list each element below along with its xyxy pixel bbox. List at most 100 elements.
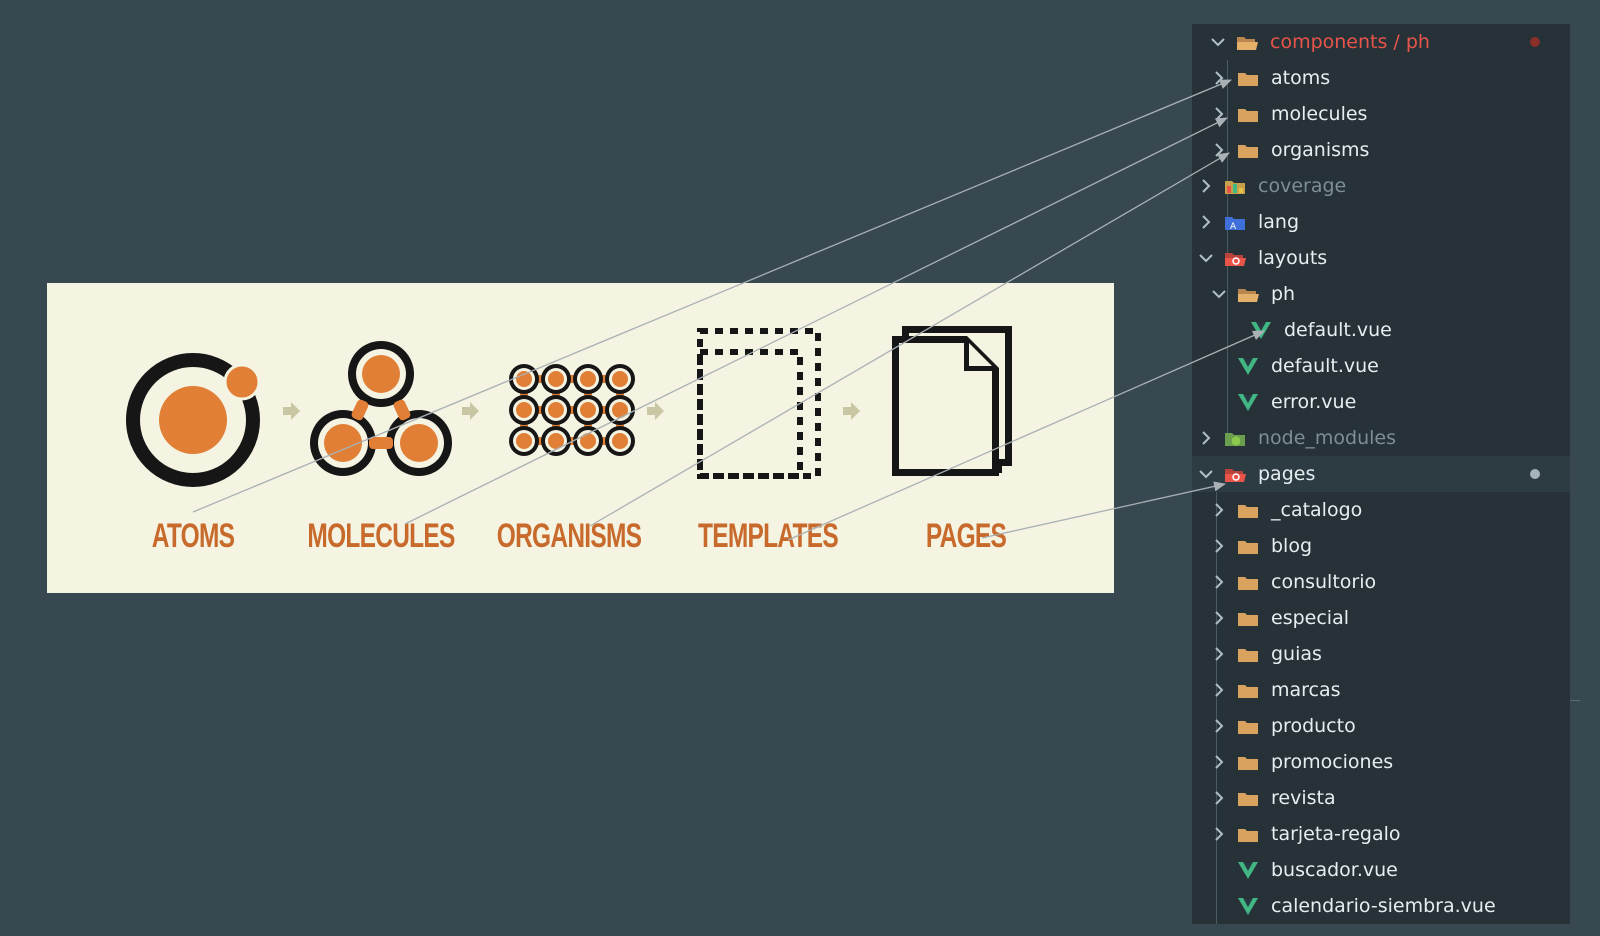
tree-item-guias[interactable]: guias: [1192, 636, 1570, 672]
tree-item-label: ph: [1271, 283, 1296, 305]
svg-text:A: A: [1230, 222, 1237, 231]
tree-item-label: lang: [1258, 211, 1300, 233]
folder-icon: [1237, 753, 1259, 771]
tree-item-label: calendario-siembra.vue: [1271, 895, 1496, 917]
tree-item-label: producto: [1271, 715, 1356, 737]
tree-item-molecules[interactable]: molecules: [1192, 96, 1570, 132]
tree-item-calendario-siembra-vue[interactable]: calendario-siembra.vue: [1192, 888, 1570, 924]
tree-item-layouts[interactable]: layouts: [1192, 240, 1570, 276]
tree-item-label: pages: [1258, 463, 1316, 485]
tree-root-label: components / ph: [1270, 31, 1430, 53]
tree-item-label: revista: [1271, 787, 1336, 809]
vue-icon: [1237, 897, 1259, 915]
tree-item-label: error.vue: [1271, 391, 1357, 413]
folder-icon: [1237, 825, 1259, 843]
folder-icon: [1237, 573, 1259, 591]
tree-item-default-vue[interactable]: default.vue: [1192, 312, 1570, 348]
flow-arrow-icon: [283, 402, 300, 420]
tree-item-label: organisms: [1271, 139, 1370, 161]
vue-icon: [1237, 861, 1259, 879]
chevron-right-icon[interactable]: [1211, 70, 1227, 86]
tree-item-revista[interactable]: revista: [1192, 780, 1570, 816]
folder-icon: [1237, 681, 1259, 699]
tree-item-coverage[interactable]: coverage: [1192, 168, 1570, 204]
tree-item-producto[interactable]: producto: [1192, 708, 1570, 744]
stage-label-templates: TEMPLATES: [698, 517, 839, 555]
chevron-right-icon[interactable]: [1211, 646, 1227, 662]
tree-item-buscador-vue[interactable]: buscador.vue: [1192, 852, 1570, 888]
folder-icon: [1237, 105, 1259, 123]
folder-open-icon: [1237, 285, 1259, 303]
folder-icon: [1237, 141, 1259, 159]
chevron-right-icon[interactable]: [1211, 142, 1227, 158]
folder-icon: [1237, 645, 1259, 663]
folder-icon: [1237, 501, 1259, 519]
special-open-icon: [1224, 249, 1246, 267]
tree-item-especial[interactable]: especial: [1192, 600, 1570, 636]
tree-item-label: coverage: [1258, 175, 1347, 197]
chevron-right-icon[interactable]: [1211, 106, 1227, 122]
folder-icon: [1237, 717, 1259, 735]
chevron-down-icon[interactable]: [1211, 286, 1227, 302]
atom-icon: [126, 353, 261, 487]
coverage-icon: [1224, 177, 1246, 195]
flow-arrow-icon: [647, 402, 664, 420]
tree-item-error-vue[interactable]: error.vue: [1192, 384, 1570, 420]
chevron-right-icon[interactable]: [1211, 502, 1227, 518]
tree-item-label: tarjeta-regalo: [1271, 823, 1401, 845]
tree-item-label: promociones: [1271, 751, 1394, 773]
organism-icon: [509, 364, 635, 456]
atomic-design-panel: ATOMS MOLECULES ORGANISMS TEMPLATES PAGE…: [47, 283, 1114, 593]
chevron-right-icon[interactable]: [1198, 430, 1214, 446]
tree-item-tarjeta-regalo[interactable]: tarjeta-regalo: [1192, 816, 1570, 852]
template-icon: [697, 328, 821, 479]
tree-item-default-vue[interactable]: default.vue: [1192, 348, 1570, 384]
chevron-right-icon[interactable]: [1211, 538, 1227, 554]
folder-icon: [1237, 609, 1259, 627]
tree-root-components-ph[interactable]: components / ph: [1192, 24, 1570, 60]
special-open-icon: [1224, 465, 1246, 483]
tree-item-consultorio[interactable]: consultorio: [1192, 564, 1570, 600]
tree-item-atoms[interactable]: atoms: [1192, 60, 1570, 96]
chevron-right-icon[interactable]: [1198, 178, 1214, 194]
tree-item-catalogo[interactable]: _catalogo: [1192, 492, 1570, 528]
stage-label-pages: PAGES: [925, 517, 1007, 555]
tree-item-label: guias: [1271, 643, 1322, 665]
chevron-right-icon[interactable]: [1211, 574, 1227, 590]
stage-label-organisms: ORGANISMS: [496, 517, 642, 555]
file-explorer: components / ph atoms molecules organisms co…: [1192, 24, 1570, 924]
scrollbar-mark: [1570, 700, 1580, 701]
tree-item-label: consultorio: [1271, 571, 1377, 593]
tree-item-label: default.vue: [1284, 319, 1392, 341]
chevron-down-icon[interactable]: [1198, 466, 1214, 482]
tree-item-label: _catalogo: [1271, 499, 1363, 521]
chevron-right-icon[interactable]: [1211, 754, 1227, 770]
tree-item-ph[interactable]: ph: [1192, 276, 1570, 312]
tree-item-blog[interactable]: blog: [1192, 528, 1570, 564]
chevron-right-icon[interactable]: [1211, 790, 1227, 806]
flow-arrow-icon: [843, 402, 860, 420]
tree-item-node-modules[interactable]: node_modules: [1192, 420, 1570, 456]
tree-item-pages[interactable]: pages: [1192, 456, 1570, 492]
modified-dot: [1530, 37, 1540, 47]
chevron-right-icon[interactable]: [1211, 610, 1227, 626]
tree-item-label: buscador.vue: [1271, 859, 1398, 881]
chevron-down-icon[interactable]: [1198, 250, 1214, 266]
tree-item-organisms[interactable]: organisms: [1192, 132, 1570, 168]
vue-icon: [1237, 393, 1259, 411]
folder-open-icon: [1236, 33, 1258, 51]
chevron-right-icon[interactable]: [1198, 214, 1214, 230]
tree-item-label: node_modules: [1258, 427, 1397, 449]
tree-item-label: atoms: [1271, 67, 1331, 89]
tree-item-marcas[interactable]: marcas: [1192, 672, 1570, 708]
folder-icon: [1237, 69, 1259, 87]
tree-item-label: default.vue: [1271, 355, 1379, 377]
chevron-right-icon[interactable]: [1211, 826, 1227, 842]
chevron-right-icon[interactable]: [1211, 718, 1227, 734]
flow-arrow-icon: [462, 402, 479, 420]
tree-item-promociones[interactable]: promociones: [1192, 744, 1570, 780]
chevron-down-icon[interactable]: [1210, 34, 1226, 50]
folder-icon: [1237, 789, 1259, 807]
chevron-right-icon[interactable]: [1211, 682, 1227, 698]
